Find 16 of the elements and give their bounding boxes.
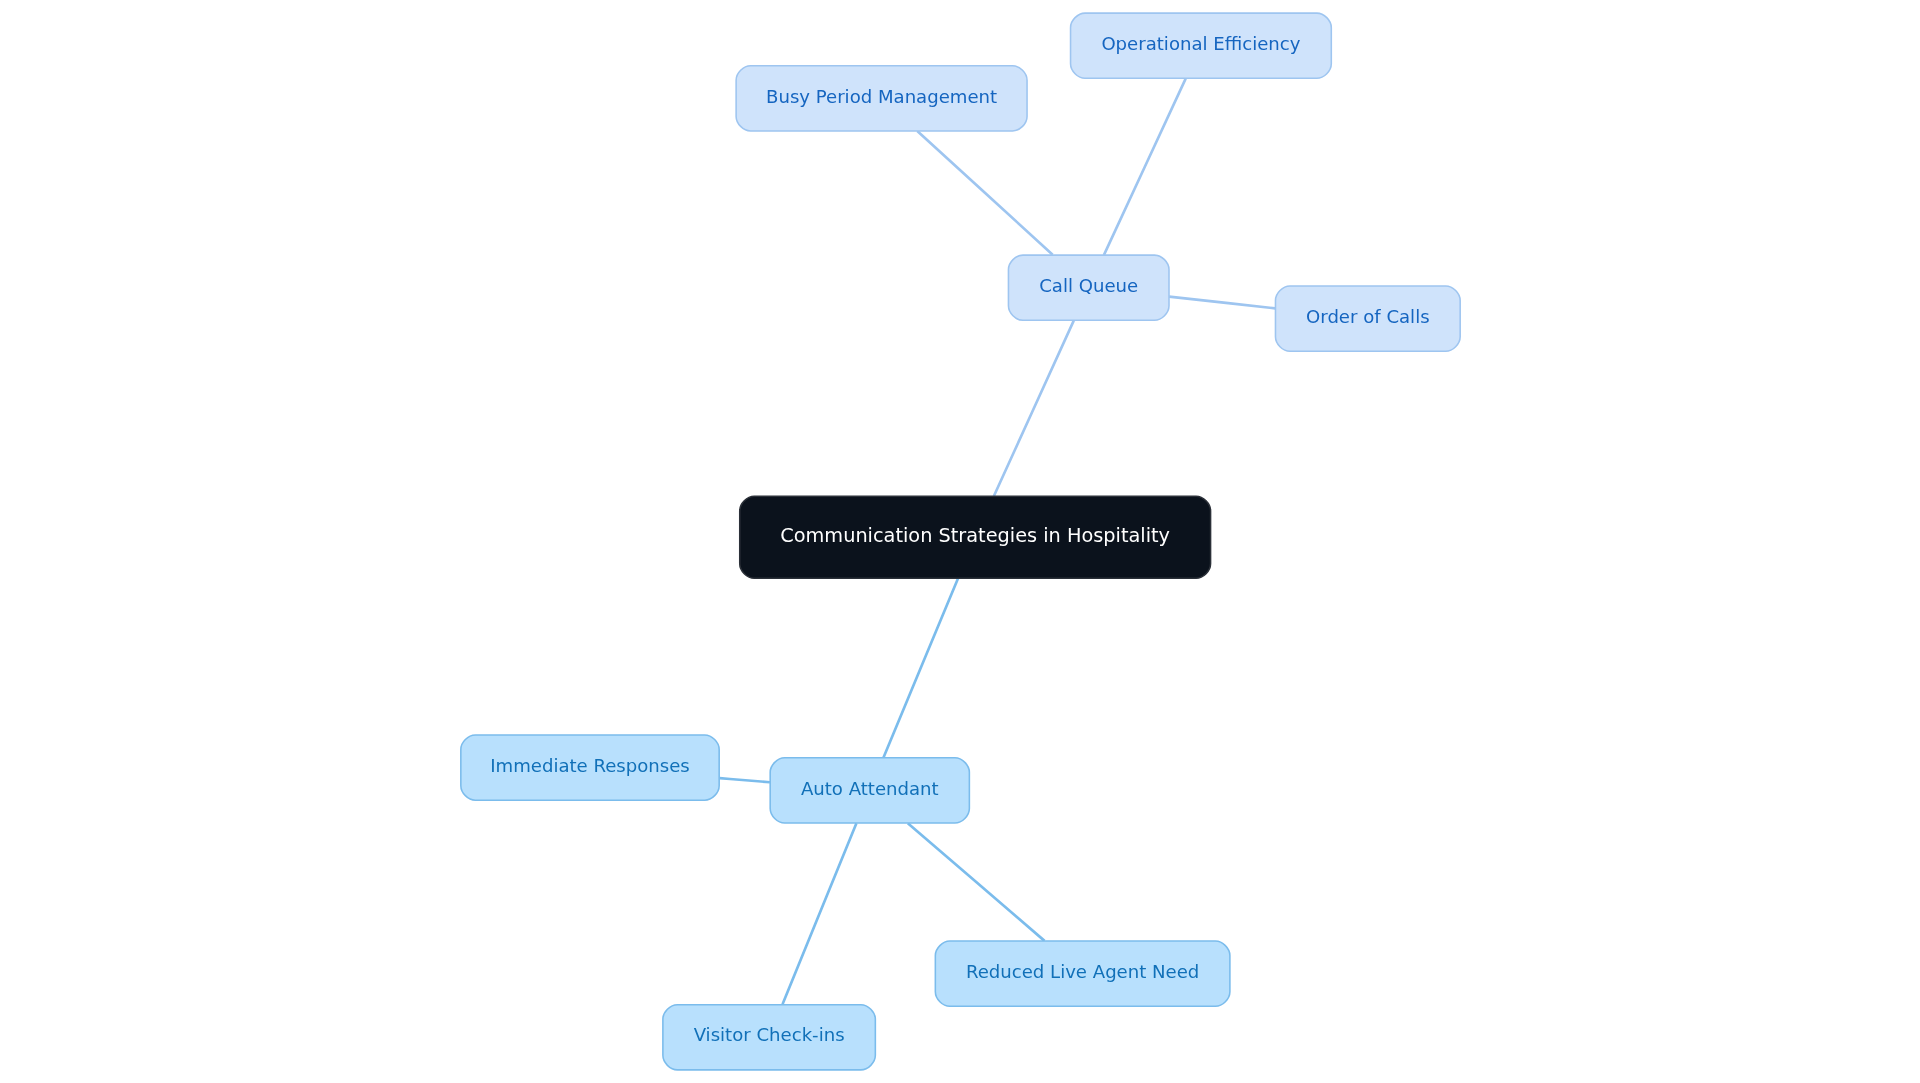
connector (915, 130, 1054, 256)
node-box: Order of Calls (1274, 285, 1461, 352)
node-box: Visitor Check-ins (661, 1003, 876, 1071)
connector (719, 776, 770, 784)
connector (780, 822, 858, 1005)
connector (906, 822, 1045, 942)
node-box: Auto Attendant (768, 757, 970, 824)
connector (992, 320, 1075, 497)
node-box: Busy Period Management (734, 65, 1028, 132)
node-box: Communication Strategies in Hospitality (738, 495, 1211, 580)
connector (1102, 78, 1187, 256)
node-box: Call Queue (1007, 254, 1170, 322)
node-box: Reduced Live Agent Need (934, 940, 1231, 1008)
connector (1168, 295, 1275, 310)
node-box: Operational Efficiency (1069, 12, 1332, 80)
node-box: Immediate Responses (459, 734, 720, 801)
